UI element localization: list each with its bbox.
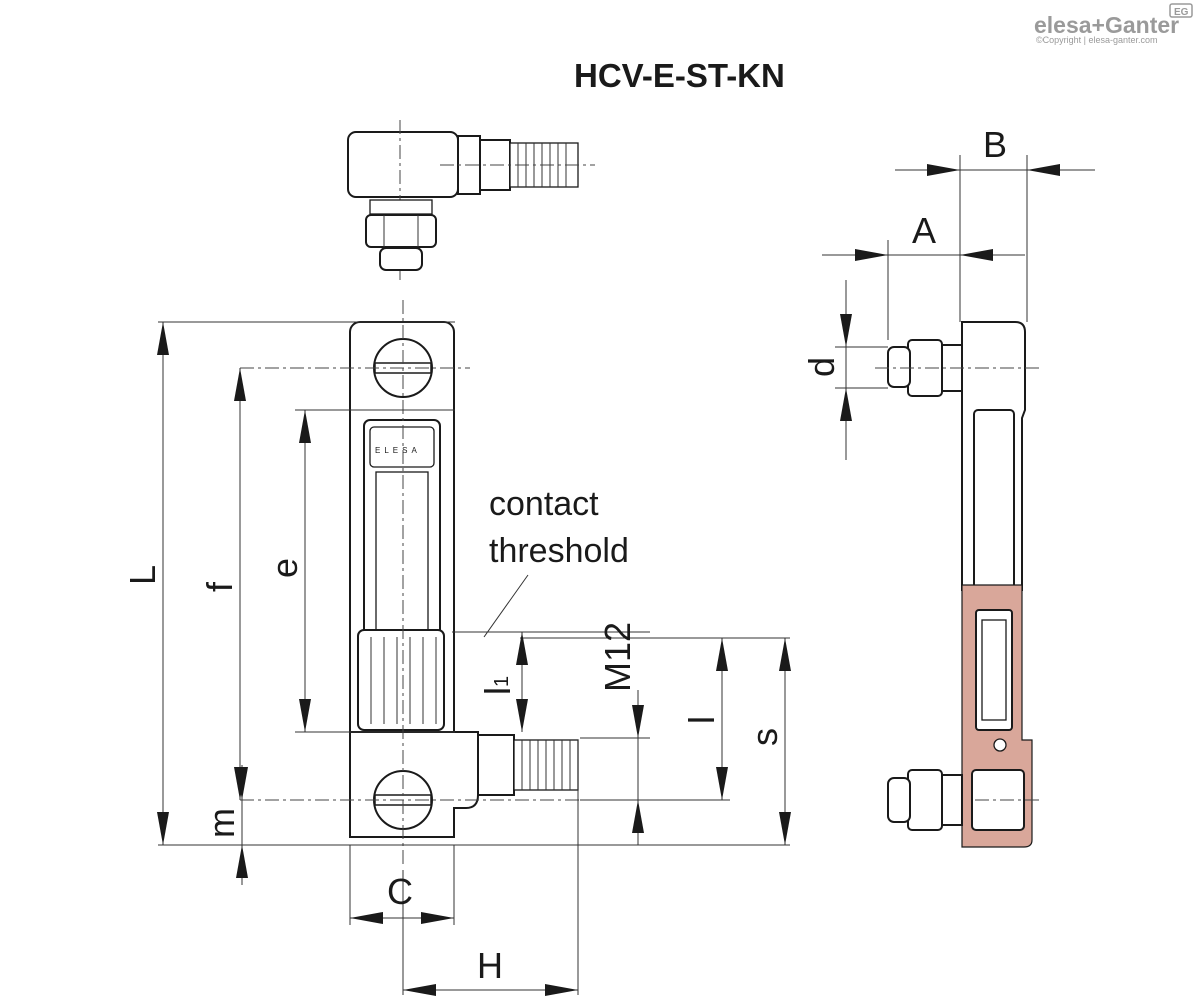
contact-threshold-note: contact threshold xyxy=(483,485,629,638)
top-view-washer xyxy=(369,199,433,215)
dim-l: l xyxy=(681,638,728,800)
side-ball xyxy=(993,738,1007,752)
dim-A: A xyxy=(822,210,1025,261)
dim-d-label: d xyxy=(801,357,842,377)
front-view: ELESA xyxy=(240,300,650,865)
dim-L: L xyxy=(122,322,169,845)
side-view xyxy=(875,321,1040,848)
note-leader xyxy=(483,574,529,638)
float-ribs xyxy=(370,637,437,724)
side-bottom-cap xyxy=(887,777,911,823)
dim-H-label: H xyxy=(477,945,503,986)
dim-m-label: m xyxy=(201,808,242,838)
dim-B-label: B xyxy=(983,124,1007,165)
side-plug xyxy=(971,769,1025,831)
dim-M12: M12 xyxy=(597,622,644,845)
dim-l1: l1 xyxy=(477,632,528,732)
top-view-cap-nut xyxy=(379,247,423,271)
dim-d: d xyxy=(801,280,852,460)
dim-l-label: l xyxy=(681,716,722,724)
side-top-cap xyxy=(887,346,911,388)
dim-s-label: s xyxy=(744,728,785,746)
dim-l1-label: l1 xyxy=(477,676,518,695)
dim-M12-label: M12 xyxy=(597,622,638,692)
side-bottom-washer xyxy=(939,774,963,826)
brand-logo: elesa+Ganter EG ©Copyright | elesa-gante… xyxy=(1034,3,1193,45)
side-bottom-nut xyxy=(907,769,943,831)
logo-badge xyxy=(1169,3,1193,18)
dim-L-label: L xyxy=(122,565,163,585)
dim-A-label: A xyxy=(912,210,936,251)
logo-badge-text: EG xyxy=(1174,7,1189,18)
note-line1: contact xyxy=(489,485,599,523)
top-view xyxy=(347,120,595,280)
connector-thread-lines xyxy=(521,740,571,790)
elesa-badge xyxy=(369,426,435,468)
dim-C: C xyxy=(350,871,454,924)
side-window xyxy=(973,409,1015,591)
extension-lines xyxy=(158,155,1028,995)
dim-C-label: C xyxy=(387,871,413,912)
note-line2: threshold xyxy=(489,532,629,570)
top-view-nut xyxy=(365,214,437,248)
dim-B: B xyxy=(895,124,1095,176)
dim-f-label: f xyxy=(199,581,240,592)
dim-m: m xyxy=(201,765,248,885)
elesa-badge-text: ELESA xyxy=(375,446,421,455)
dim-f: f xyxy=(199,368,246,800)
connector-hex xyxy=(477,734,515,796)
dim-e: e xyxy=(264,410,311,732)
dim-s: s xyxy=(744,638,791,845)
dim-e-label: e xyxy=(264,558,305,578)
window-tube xyxy=(375,471,429,633)
side-float-inner xyxy=(981,619,1007,721)
drawing-title: HCV-E-ST-KN xyxy=(574,57,785,94)
logo-text: elesa+Ganter xyxy=(1034,12,1179,38)
dim-H: H xyxy=(403,945,578,996)
copyright-text: ©Copyright | elesa-ganter.com xyxy=(1036,35,1158,45)
